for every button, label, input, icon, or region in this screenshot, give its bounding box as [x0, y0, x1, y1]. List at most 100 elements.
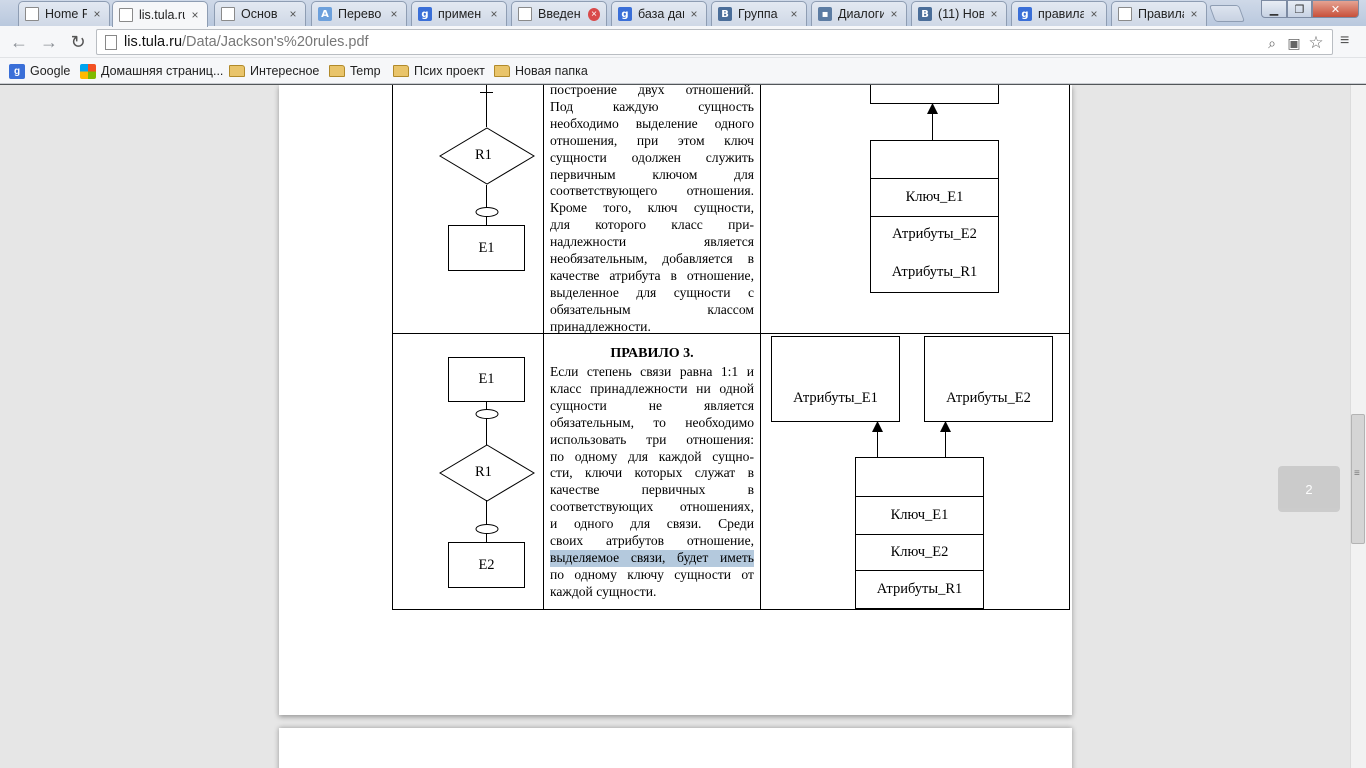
close-icon[interactable]: × [890, 7, 898, 21]
arrow-head-icon [927, 103, 938, 114]
google-icon: g [618, 7, 632, 21]
bookmark-folder-interesting[interactable]: Интересное [229, 62, 319, 80]
er-optional-circle [475, 524, 499, 534]
text-line: по одному ключу сущности от [550, 566, 754, 582]
er-optional-circle [475, 207, 499, 217]
close-icon[interactable]: × [588, 7, 600, 21]
close-icon[interactable]: × [93, 7, 101, 21]
doc-icon [221, 7, 235, 21]
er-optional-circle [475, 409, 499, 419]
doc-icon [518, 7, 532, 21]
tab-vk-group[interactable]: B Группа × [711, 1, 807, 26]
schema-row: Атрибуты_R1 [856, 570, 983, 608]
tab-label: Перево [338, 7, 382, 21]
folder-icon [329, 65, 345, 77]
page-number-indicator: 2 [1278, 466, 1340, 512]
schema-row: Атрибуты_Е2 [946, 389, 1031, 406]
url-text[interactable]: lis.tula.ru/Data/Jackson's%20rules.pdf [124, 34, 369, 50]
reader-icon[interactable]: ▣ [1287, 34, 1301, 51]
tab-home[interactable]: Home P × [18, 1, 110, 26]
forward-button[interactable]: → [40, 31, 58, 52]
vk-icon: B [918, 7, 932, 21]
tab-dialogs[interactable]: ▪ Диалоги × [811, 1, 907, 26]
zoom-icon[interactable]: ⌕ [1268, 34, 1276, 51]
tab-label: база дан [638, 7, 684, 21]
url-host: lis.tula.ru [124, 34, 183, 50]
tab-google-1[interactable]: g примен × [411, 1, 507, 26]
close-icon[interactable]: × [289, 7, 297, 21]
bookmark-folder-psych[interactable]: Псих проект [393, 62, 485, 80]
address-bar[interactable]: lis.tula.ru/Data/Jackson's%20rules.pdf ⌕… [96, 29, 1333, 55]
schema-row: Ключ_Е1 [871, 178, 998, 216]
minimize-button[interactable]: ▁ [1261, 0, 1287, 18]
tab-label: (11) Нов [938, 7, 984, 21]
bookmark-star-icon[interactable]: ☆ [1308, 33, 1324, 52]
tab-osnov[interactable]: Основ × [214, 1, 306, 26]
close-icon[interactable]: × [990, 7, 998, 21]
tab-label: правила [1038, 7, 1084, 21]
close-icon[interactable]: × [1190, 7, 1198, 21]
er-connector-line [486, 402, 487, 446]
tab-google-3[interactable]: g правила × [1011, 1, 1107, 26]
close-window-button[interactable]: ✕ [1312, 0, 1359, 18]
bookmark-label: Интересное [250, 64, 320, 78]
pdf-viewer[interactable]: R1 E1 построение двух отношений. Под каж… [0, 85, 1350, 768]
er-entity-e1: E1 [448, 357, 525, 402]
er-connector-line [486, 85, 487, 127]
text-line: первичным ключом для [550, 166, 754, 182]
text-line: для которого класс при- [550, 217, 754, 233]
table-border [1069, 85, 1070, 610]
schema-row: Ключ_Е2 [856, 534, 983, 570]
bookmark-label: Псих проект [414, 64, 485, 78]
text-line: сущности одолжен служить [550, 149, 754, 165]
schema-table-e1: Атрибуты_Е1 [771, 336, 900, 422]
text-line: Кроме того, ключ сущности, [550, 200, 754, 216]
close-icon[interactable]: × [490, 7, 498, 21]
er-entity-label: E2 [478, 556, 495, 573]
schema-row: Атрибуты_R1 [891, 263, 978, 280]
scrollbar-thumb[interactable] [1351, 414, 1365, 544]
tab-strip: Home P × lis.tula.ru × Основ × A Перево … [0, 0, 1366, 27]
new-tab-button[interactable] [1208, 5, 1246, 22]
close-icon[interactable]: × [191, 7, 199, 22]
table-border [392, 333, 1070, 334]
doc-icon [1118, 7, 1132, 21]
grip-icon: ≡ [1354, 468, 1360, 479]
tab-label: Home P [45, 7, 87, 21]
bookmark-folder-new[interactable]: Новая папка [494, 62, 588, 80]
tab-label: Группа [738, 7, 778, 21]
schema-row: Атрибуты_Е2 [871, 216, 998, 252]
maximize-button[interactable]: ❐ [1287, 0, 1312, 18]
folder-icon [494, 65, 510, 77]
er-connector-line [486, 500, 487, 542]
back-button[interactable]: ← [10, 31, 28, 52]
tab-pravila[interactable]: Правила × [1111, 1, 1207, 26]
menu-icon[interactable]: ≡ [1340, 32, 1350, 49]
close-icon[interactable]: × [790, 7, 798, 21]
er-mandatory-tick [480, 92, 493, 93]
schema-table-r1: Ключ_Е1 Ключ_Е2 Атрибуты_R1 [855, 457, 984, 609]
text-line: своих атрибутов отношение, [550, 533, 754, 549]
tab-vk-news[interactable]: B (11) Нов × [911, 1, 1007, 26]
tab-translate[interactable]: A Перево × [311, 1, 407, 26]
close-icon[interactable]: × [690, 7, 698, 21]
table-border [760, 85, 761, 610]
pdf-page [279, 728, 1072, 768]
tab-vveden[interactable]: Введен × [511, 1, 607, 26]
windows-icon [80, 63, 96, 79]
bookmark-folder-temp[interactable]: Temp [329, 62, 381, 80]
close-icon[interactable]: × [390, 7, 398, 21]
text-line: Если степень связи равна 1:1 и [550, 364, 754, 379]
text-line: построение двух отношений. [550, 85, 754, 97]
schema-table-e1: Ключ_Е1 Атрибуты_Е2 Атрибуты_R1 [870, 140, 999, 293]
reload-button[interactable]: ↻ [70, 31, 86, 52]
tab-google-2[interactable]: g база дан × [611, 1, 707, 26]
tab-label: Диалоги [838, 7, 884, 21]
tab-lis-tula[interactable]: lis.tula.ru × [112, 1, 208, 27]
close-icon[interactable]: × [1090, 7, 1098, 21]
schema-arrow-line [877, 422, 878, 457]
bookmark-home-page[interactable]: Домашняя страниц... [80, 62, 223, 80]
tab-label: lis.tula.ru [139, 7, 185, 22]
rule3-text: Если степень связи равна 1:1 и класс при… [550, 364, 754, 601]
